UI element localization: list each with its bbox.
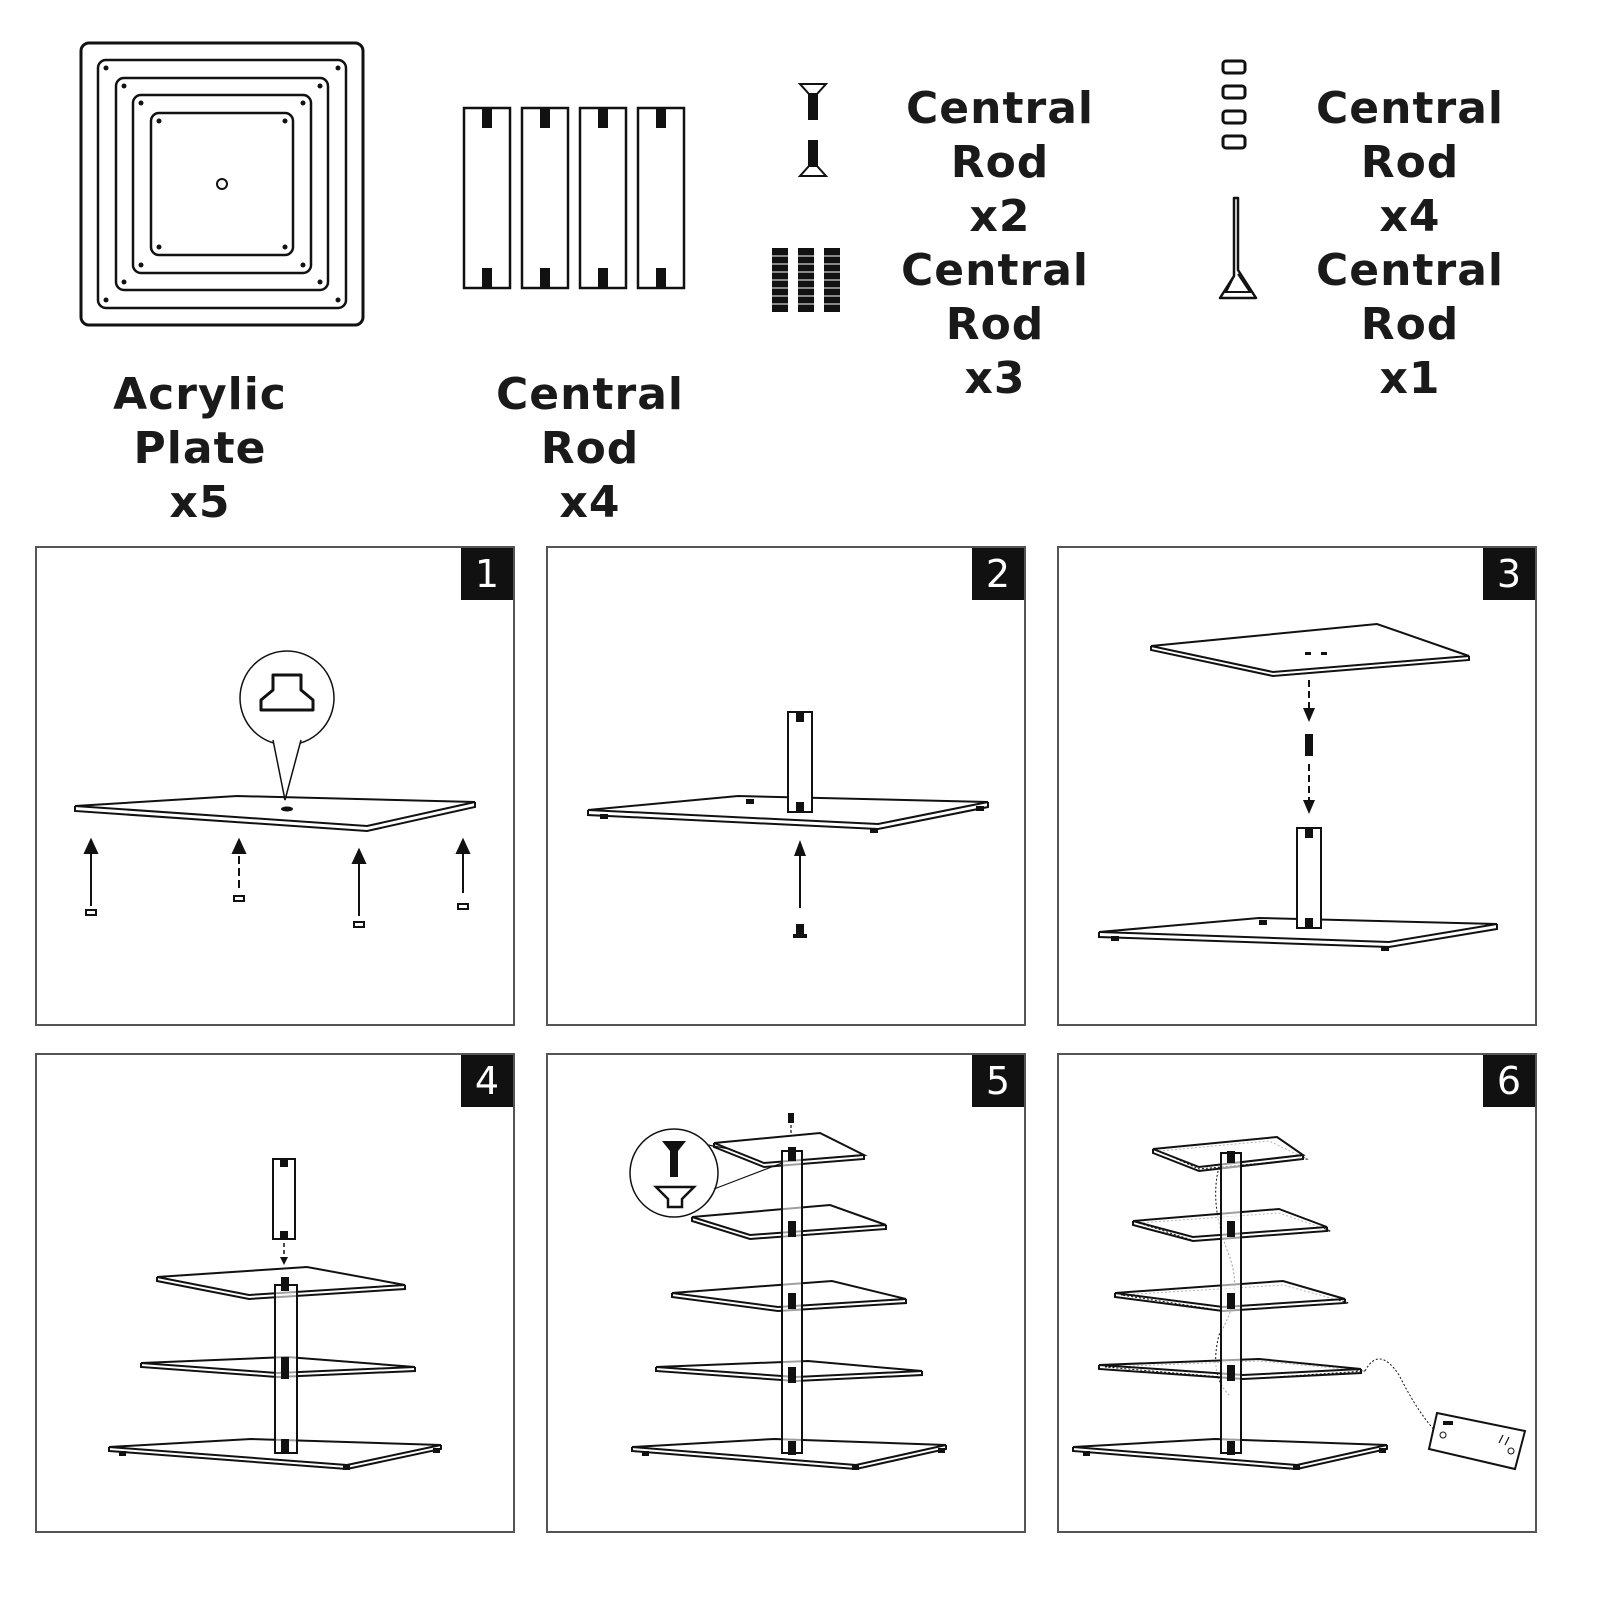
step-4-illustration — [108, 1158, 442, 1471]
part-label-screws: Central Rod x2 — [860, 82, 1140, 244]
step-2-badge: 2 — [972, 548, 1024, 600]
step-3-badge: 3 — [1483, 548, 1535, 600]
battery-box-icon — [1427, 1411, 1527, 1471]
part-qty: x4 — [1379, 191, 1441, 242]
step-5-badge: 5 — [972, 1055, 1024, 1107]
acrylic-plate-icon — [79, 41, 365, 327]
part-name: Central Rod — [901, 245, 1089, 350]
part-label-hex-key: Central Rod x1 — [1270, 244, 1550, 406]
part-label-foot-pads: Central Rod x4 — [1270, 82, 1550, 244]
step-2-illustration — [587, 711, 989, 938]
step-4-badge: 4 — [461, 1055, 513, 1107]
step-2-panel: 2 — [546, 546, 1026, 1026]
step-4-panel: 4 — [35, 1053, 515, 1533]
part-qty: x3 — [964, 353, 1026, 404]
part-qty: x2 — [969, 191, 1031, 242]
part-name: Central Rod — [496, 369, 684, 474]
part-qty: x5 — [169, 477, 231, 528]
part-name: Central Rod — [1316, 245, 1504, 350]
part-name: Acrylic Plate — [113, 369, 287, 474]
screw-icon — [797, 83, 829, 177]
step-3-panel: 3 — [1057, 546, 1537, 1026]
rod-tubes-icon — [462, 106, 686, 290]
step-3-illustration — [1098, 622, 1498, 951]
part-qty: x1 — [1379, 353, 1441, 404]
part-label-connectors: Central Rod x3 — [855, 244, 1135, 406]
threaded-connector-icon — [772, 248, 840, 312]
step-5-illustration — [629, 1113, 947, 1471]
step-1-illustration — [74, 650, 476, 928]
part-name: Central Rod — [1316, 83, 1504, 188]
part-qty: x4 — [559, 477, 621, 528]
part-label-rods: Central Rod x4 — [440, 368, 740, 530]
hex-key-icon — [1218, 196, 1258, 300]
step-1-panel: 1 — [35, 546, 515, 1026]
step-6-illustration — [1072, 1135, 1527, 1471]
step-5-panel: 5 — [546, 1053, 1026, 1533]
step-1-badge: 1 — [461, 548, 513, 600]
step-6-panel: 6 — [1057, 1053, 1537, 1533]
part-label-acrylic-plate: Acrylic Plate x5 — [40, 368, 360, 530]
foot-pad-icon — [1221, 59, 1247, 150]
step-6-badge: 6 — [1483, 1055, 1535, 1107]
part-name: Central Rod — [906, 83, 1094, 188]
